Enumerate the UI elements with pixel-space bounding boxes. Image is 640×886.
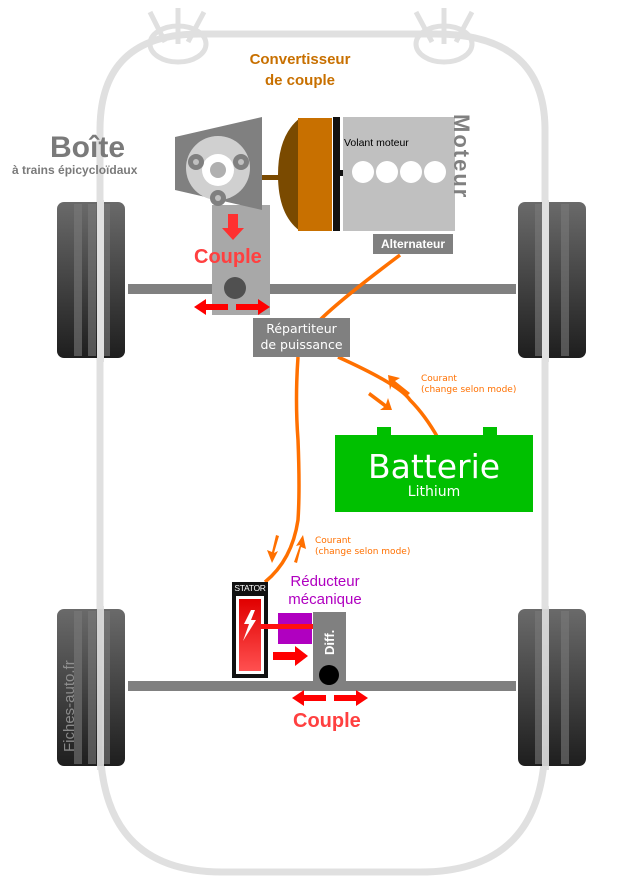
wheel-rear-left xyxy=(57,609,125,766)
car-body-outline xyxy=(96,30,549,876)
gearbox-subtitle: à trains épicycloïdaux xyxy=(12,163,138,177)
gearbox-title: Boîte xyxy=(50,131,125,164)
front-differential xyxy=(224,277,246,299)
headlight-left-icon xyxy=(147,8,209,65)
planetary-gear-icon xyxy=(186,136,250,206)
watermark: Fiches-auto.fr xyxy=(61,660,78,752)
battery-terminal-left xyxy=(377,427,391,436)
power-split-line-1: Répartiteur xyxy=(266,321,337,336)
front-couple-label: Couple xyxy=(194,246,262,268)
motor-current-line-2: (change selon mode) xyxy=(315,547,411,557)
motor-current-label: Courant (change selon mode) xyxy=(315,536,410,558)
lightning-icon xyxy=(243,610,256,641)
battery-terminal-right xyxy=(483,427,497,436)
current-wires xyxy=(263,253,440,584)
battery-current-label: Courant (change selon mode) xyxy=(421,374,516,396)
reducer-label: Réducteur mécanique xyxy=(280,573,370,609)
headlight-right-icon xyxy=(413,8,475,65)
rear-couple-label: Couple xyxy=(293,710,361,732)
rear-torque-arrows-icon xyxy=(273,646,368,706)
wheel-rear-right xyxy=(518,609,586,766)
reducer-line-2: mécanique xyxy=(288,591,362,608)
battery-title: Batterie xyxy=(367,447,501,486)
front-axle xyxy=(128,284,516,294)
battery-current-line-2: (change selon mode) xyxy=(421,385,517,395)
engine-label: Moteur xyxy=(449,114,474,200)
engine-cylinders xyxy=(352,161,446,183)
reducer-line-1: Réducteur xyxy=(290,573,360,590)
converter-title-line-1: Convertisseur xyxy=(249,51,351,68)
flywheel xyxy=(333,117,340,231)
stator-label: STATOR xyxy=(234,583,266,593)
wheel-front-left xyxy=(57,202,125,358)
wheel-front-right xyxy=(518,202,586,358)
battery-current-line-1: Courant xyxy=(421,374,457,384)
battery-body xyxy=(335,435,533,512)
rear-axle xyxy=(128,681,516,691)
torque-converter-label: Convertisseur de couple xyxy=(232,49,368,91)
drive-shaft xyxy=(262,175,290,180)
rear-differential-housing xyxy=(313,612,346,681)
differential-label: Diff. xyxy=(322,629,337,655)
alternator-label: Alternateur xyxy=(373,234,453,254)
motor-current-line-1: Courant xyxy=(315,536,351,546)
battery-subtitle: Lithium xyxy=(407,484,461,500)
power-split-line-2: de puissance xyxy=(260,337,343,352)
flywheel-label: Volant moteur xyxy=(344,137,409,149)
power-split-unit: Répartiteur de puissance xyxy=(253,318,350,357)
rear-differential xyxy=(319,665,339,685)
front-torque-arrows-icon xyxy=(194,214,270,315)
current-arrows xyxy=(267,375,410,563)
converter-title-line-2: de couple xyxy=(264,72,335,89)
